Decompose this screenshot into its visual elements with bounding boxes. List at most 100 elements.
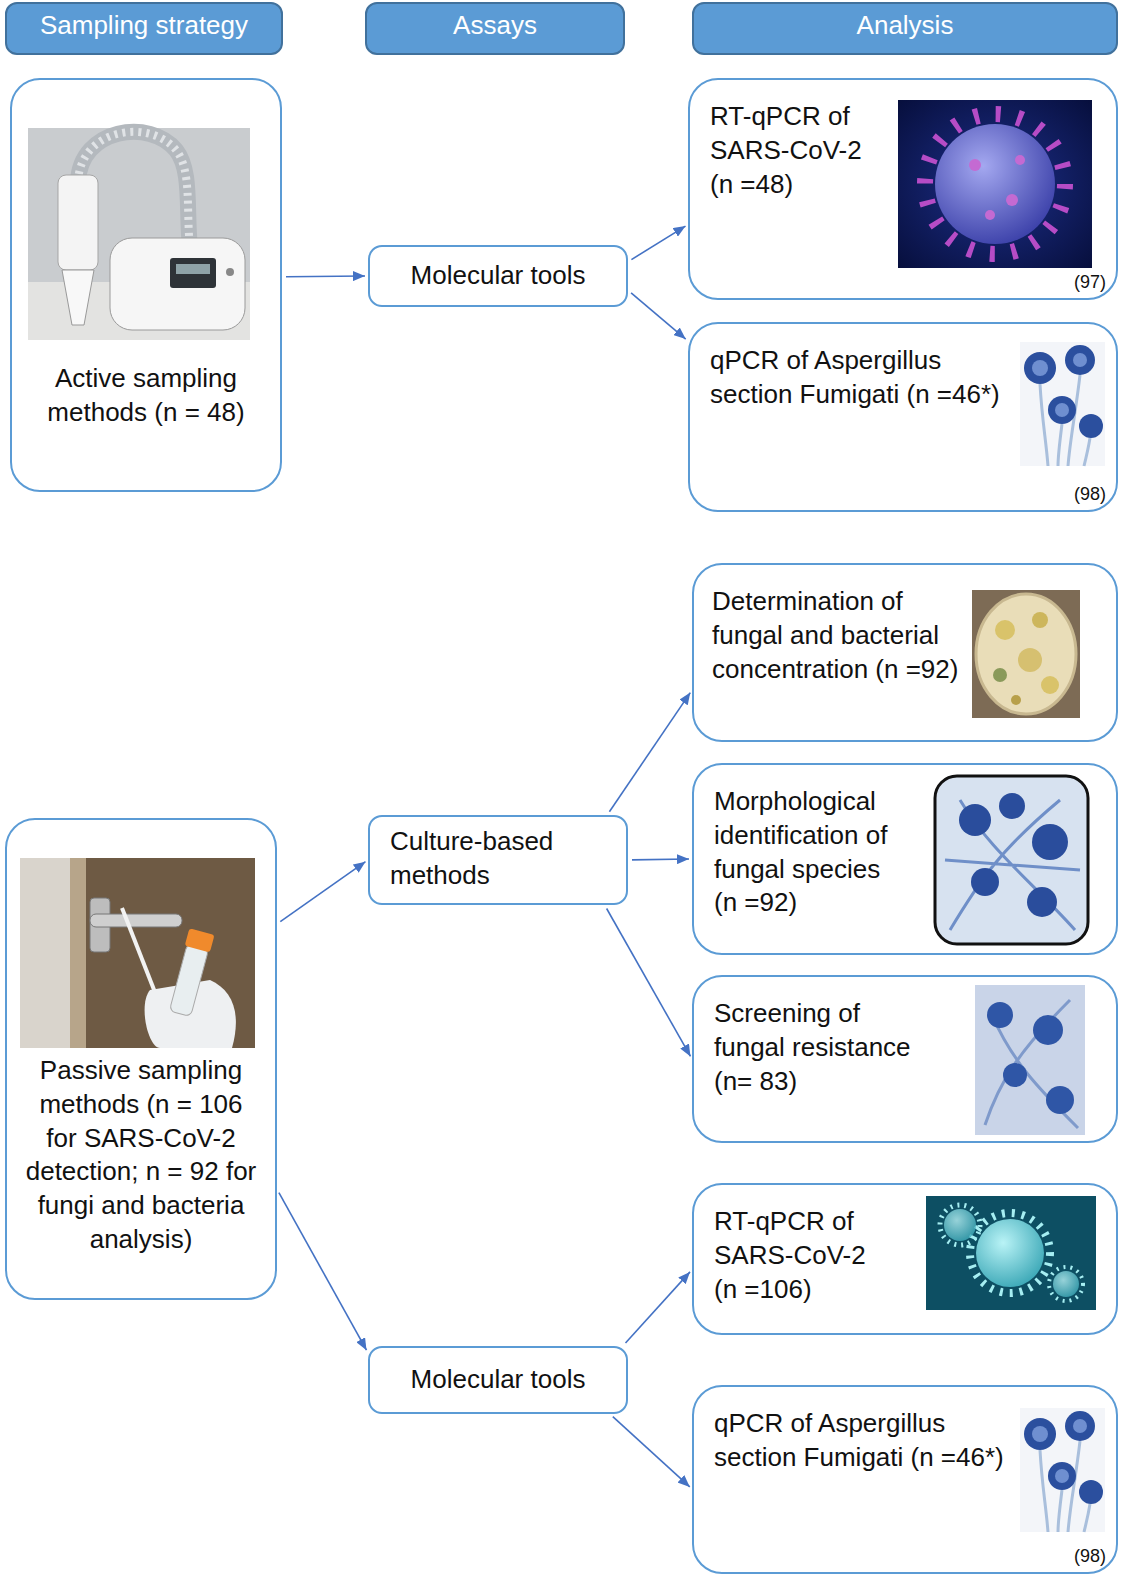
box-label: Molecular tools xyxy=(370,1363,626,1397)
flow-arrow xyxy=(286,275,365,277)
header-label: Sampling strategy xyxy=(7,9,281,43)
microscopy-image xyxy=(987,1002,1013,1028)
analysis-box: RT-qPCR of SARS-CoV-2 (n =106) xyxy=(692,1183,1118,1335)
swab-photo xyxy=(169,943,208,1016)
box-label: RT-qPCR of SARS-CoV-2 (n =106) xyxy=(714,1205,882,1306)
swab-photo xyxy=(20,858,255,1048)
analysis-box: RT-qPCR of SARS-CoV-2 (n =48)(97) xyxy=(688,78,1118,300)
assay-box: Molecular tools xyxy=(368,1346,628,1414)
analysis-box: Screening of fungal resistance (n= 83) xyxy=(692,975,1118,1143)
aspergillus-image xyxy=(1055,403,1069,417)
aspergillus-image xyxy=(1032,360,1048,376)
virus-image xyxy=(940,1205,980,1245)
reference-number: (97) xyxy=(1074,272,1106,294)
aspergillus-image xyxy=(1020,1408,1105,1532)
aspergillus-image xyxy=(1073,1419,1087,1433)
swab-photo xyxy=(20,858,72,1048)
flow-arrow xyxy=(280,862,365,922)
swab-photo xyxy=(122,908,158,1000)
virus-image xyxy=(969,159,981,171)
aspergillus-image xyxy=(1020,1408,1105,1532)
assay-box: Culture-based methods xyxy=(368,815,628,905)
column-header: Assays xyxy=(365,2,625,55)
analysis-box: Determination of fungal and bacterial co… xyxy=(692,563,1118,742)
analysis-box: Morphological identification of fungal s… xyxy=(692,763,1118,955)
microscopy-image xyxy=(935,776,1088,944)
box-label: Morphological identification of fungal s… xyxy=(714,785,899,920)
virus-image xyxy=(1053,1271,1079,1297)
petri-dish-photo xyxy=(976,594,1076,714)
virus-image xyxy=(898,100,1092,268)
box-label: Molecular tools xyxy=(370,259,626,293)
aspergillus-image xyxy=(1073,353,1087,367)
microscopy-image xyxy=(971,868,999,896)
virus-image xyxy=(926,1196,1096,1310)
petri-dish-photo xyxy=(1041,676,1059,694)
aspergillus-image xyxy=(1065,345,1095,375)
flow-arrow xyxy=(279,1193,367,1351)
virus-image xyxy=(925,114,1065,254)
box-label: Active sampling methods (n = 48) xyxy=(28,362,264,430)
aspergillus-image xyxy=(1024,1418,1056,1450)
petri-dish-photo xyxy=(972,590,1080,718)
virus-image xyxy=(1049,1267,1083,1301)
microscopy-image xyxy=(999,793,1025,819)
microscopy-image xyxy=(975,985,1085,1135)
sampling-box: Active sampling methods (n = 48) xyxy=(10,78,282,492)
sampler-photo xyxy=(58,175,98,270)
aspergillus-image xyxy=(1065,1411,1095,1441)
box-label: Passive sampling methods (n = 106 for SA… xyxy=(23,1054,259,1257)
flow-arrow xyxy=(631,226,685,260)
virus-image xyxy=(976,1219,1044,1287)
sampler-photo xyxy=(28,128,250,340)
box-label: Culture-based methods xyxy=(390,825,605,893)
sampler-photo xyxy=(110,238,245,330)
virus-image xyxy=(898,100,1092,268)
virus-image xyxy=(1015,155,1025,165)
aspergillus-image xyxy=(1079,414,1103,438)
swab-photo xyxy=(185,928,215,952)
microscopy-image xyxy=(985,1000,1078,1128)
sampler-photo xyxy=(62,270,94,325)
column-header: Sampling strategy xyxy=(5,2,283,55)
flow-arrow xyxy=(632,858,689,861)
aspergillus-image xyxy=(1048,396,1076,424)
flow-arrow xyxy=(607,909,691,1057)
swab-photo xyxy=(167,928,214,1017)
header-label: Assays xyxy=(367,9,623,43)
aspergillus-image xyxy=(1020,342,1105,466)
column-header: Analysis xyxy=(692,2,1118,55)
microscopy-image xyxy=(945,800,1080,930)
petri-dish-photo xyxy=(972,590,1080,718)
aspergillus-image xyxy=(1048,1462,1076,1490)
microscopy-image xyxy=(959,804,991,836)
virus-image xyxy=(944,1209,976,1241)
box-label: Determination of fungal and bacterial co… xyxy=(712,585,968,686)
petri-dish-photo xyxy=(1032,612,1048,628)
assay-box: Molecular tools xyxy=(368,245,628,307)
aspergillus-image xyxy=(1079,1480,1103,1504)
microscopy-image xyxy=(1003,1063,1027,1087)
reference-number: (98) xyxy=(1074,1546,1106,1568)
microscopy-image xyxy=(975,985,1085,1135)
sampler-photo xyxy=(28,128,250,340)
swab-photo xyxy=(20,858,255,1048)
flow-arrow xyxy=(626,1272,691,1343)
microscopy-image xyxy=(1032,824,1068,860)
aspergillus-image xyxy=(1020,342,1105,466)
aspergillus-image xyxy=(1032,1426,1048,1442)
sampler-photo xyxy=(170,258,216,288)
reference-number: (98) xyxy=(1074,484,1106,506)
virus-image xyxy=(985,210,995,220)
aspergillus-image xyxy=(1055,1469,1069,1483)
box-label: Screening of fungal resistance (n= 83) xyxy=(714,997,924,1098)
swab-photo xyxy=(90,914,182,927)
aspergillus-image xyxy=(1024,352,1056,384)
petri-dish-photo xyxy=(995,620,1015,640)
analysis-box: qPCR of Aspergillus section Fumigati (n … xyxy=(692,1385,1118,1574)
petri-dish-photo xyxy=(993,668,1007,682)
sampler-photo xyxy=(176,264,210,274)
